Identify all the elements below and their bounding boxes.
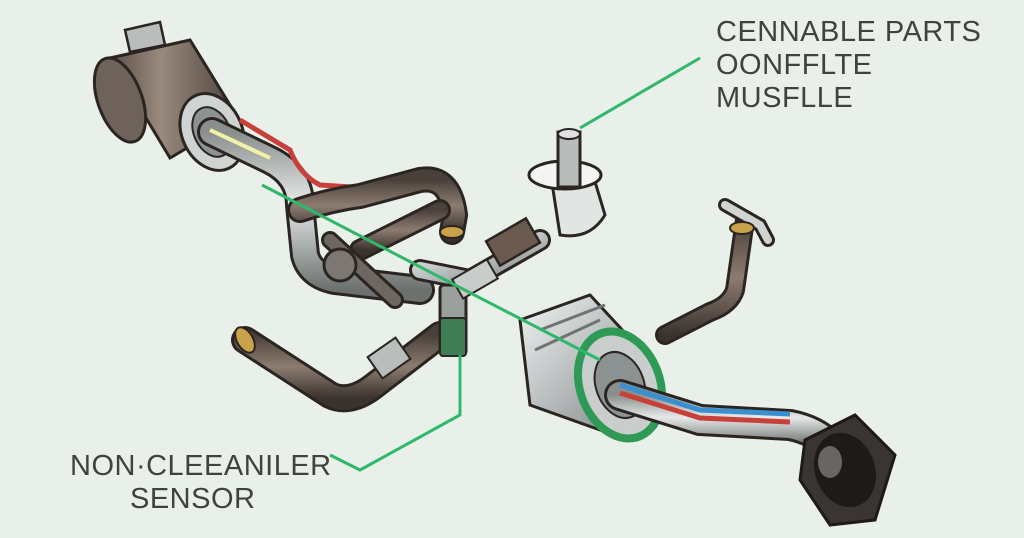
exhaust-pipe-main [197, 117, 435, 305]
callout-bottom-line-2: SENSOR [130, 483, 256, 515]
exhaust-tip [798, 413, 897, 527]
callout-top-label: CENNABLE PARTS OONFFLTE MUSFLLE [716, 16, 981, 115]
right-tube [655, 198, 775, 345]
leader-top [579, 56, 701, 130]
leader-bottom [329, 355, 462, 472]
top-sensor [527, 128, 607, 238]
leader-lines [261, 56, 701, 472]
callout-bottom-label: NON·CLEEANILER SENSOR [70, 450, 332, 516]
outlet-pipe [604, 379, 846, 461]
catalytic-converter [518, 293, 667, 443]
callout-top-line-1: CENNABLE PARTS [716, 16, 982, 48]
callout-top-line-3: MUSFLLE [716, 82, 854, 114]
upper-bent-tube [287, 166, 469, 245]
lower-left-pipe [231, 321, 454, 413]
leader-diagonal [261, 183, 601, 362]
callout-top-line-2: OONFFLTE [716, 49, 873, 81]
callout-bottom-line-1: NON·CLEEANILER [70, 450, 332, 482]
sensor-bracket [438, 258, 500, 357]
